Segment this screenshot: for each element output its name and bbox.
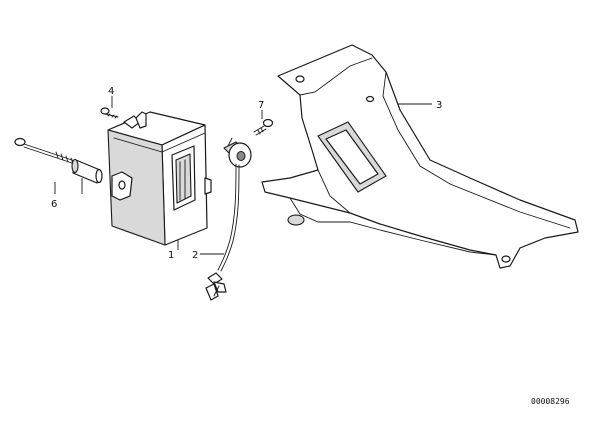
callout-3: 3 xyxy=(436,100,442,111)
part-screw-4 xyxy=(100,107,119,119)
callout-1: 1 xyxy=(168,250,174,261)
diagram-number: 00008296 xyxy=(531,397,570,406)
callout-6: 6 xyxy=(51,199,57,210)
callout-4: 4 xyxy=(108,86,114,97)
part-sensor-2 xyxy=(205,137,252,301)
leader-lines xyxy=(54,96,432,255)
callout-7: 7 xyxy=(258,100,264,111)
part-sleeve-8 xyxy=(71,158,103,184)
part-control-unit xyxy=(107,111,212,246)
part-screw-7 xyxy=(253,118,274,136)
part-bolt-6 xyxy=(14,137,79,166)
part-side-panel xyxy=(261,44,579,269)
callout-2: 2 xyxy=(192,250,198,261)
